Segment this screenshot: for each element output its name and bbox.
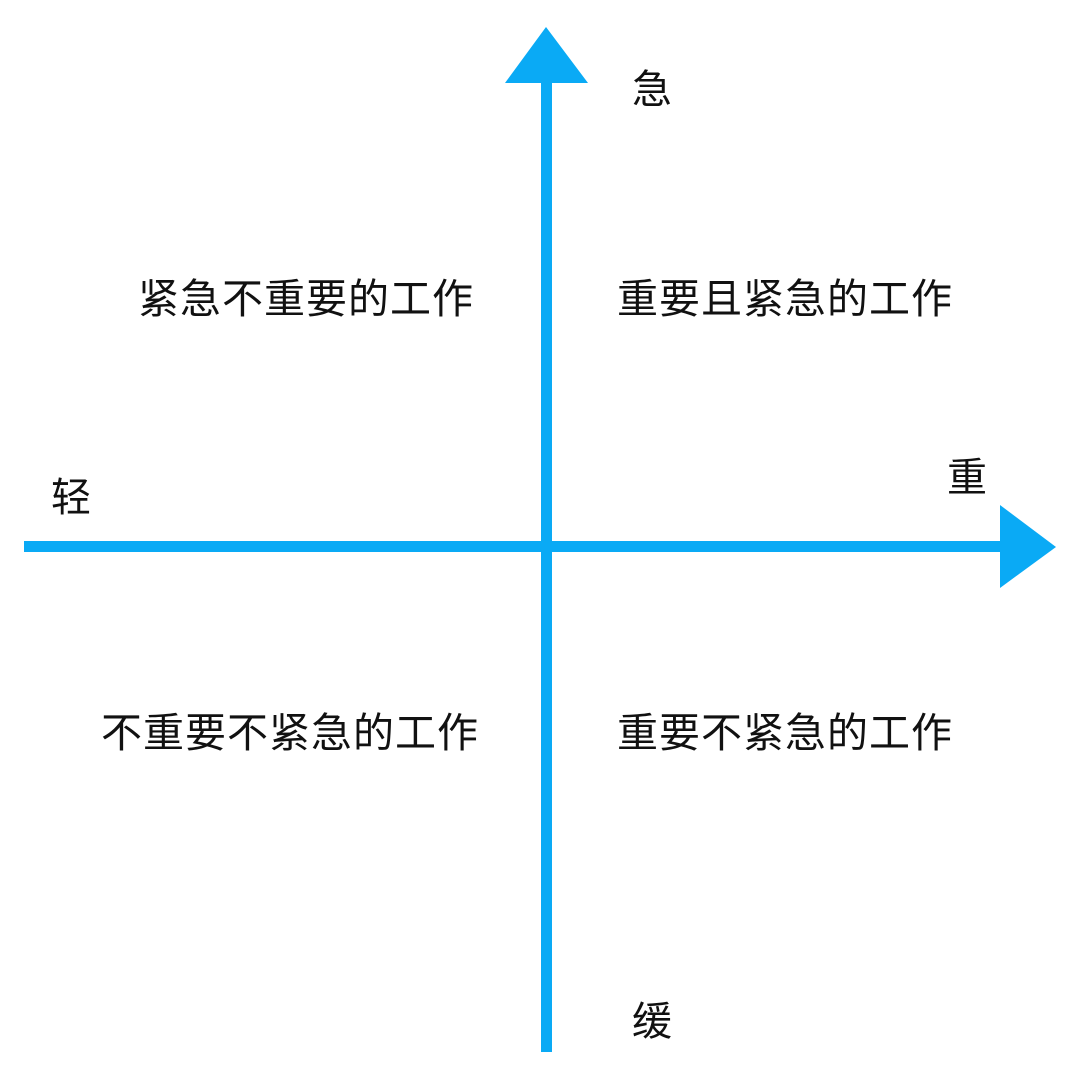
quadrant-top-left: 紧急不重要的工作 <box>138 275 474 323</box>
quadrant-top-right: 重要且紧急的工作 <box>617 275 953 323</box>
axis-label-not-urgent: 缓 <box>632 999 672 1045</box>
axis-label-important: 重 <box>947 455 987 501</box>
axis-label-light: 轻 <box>51 475 91 521</box>
quadrant-bottom-right: 重要不紧急的工作 <box>617 709 953 757</box>
right-arrow-icon <box>1000 505 1056 588</box>
quadrant-bottom-left: 不重要不紧急的工作 <box>101 709 479 757</box>
up-arrow-icon <box>505 27 588 83</box>
axis-label-urgent: 急 <box>632 67 672 113</box>
